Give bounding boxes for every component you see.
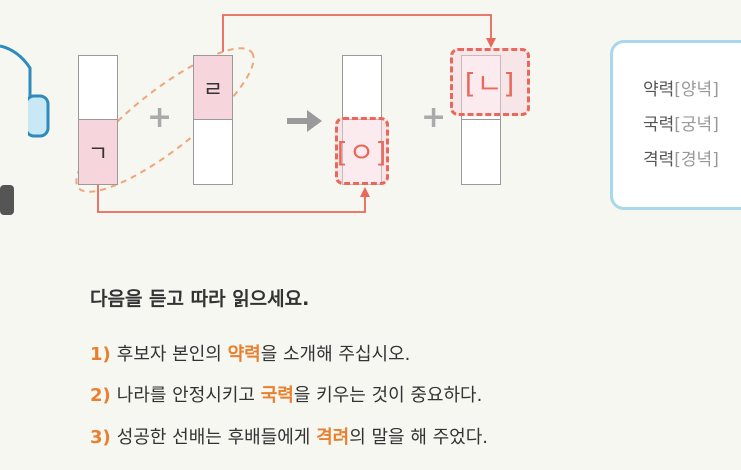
card4-bottom (462, 120, 500, 184)
card2-top: ㄹ (194, 56, 232, 120)
example-3: 격력[경녁] (643, 150, 719, 170)
plus-sign: + (147, 100, 173, 135)
sentence-2: 2)나라를 안정시키고 국력을 키우는 것이 중요하다. (90, 385, 483, 406)
highlight-nieun: [ㄴ] (450, 48, 530, 116)
plus-sign: + (421, 100, 447, 135)
card2-bottom (194, 120, 232, 184)
speaker-character-icon (0, 44, 50, 215)
card-initial-giyeok: ㄱ (78, 55, 118, 185)
card1-bottom: ㄱ (79, 120, 117, 184)
card-initial-rieul: ㄹ (193, 55, 233, 185)
card1-top (79, 56, 117, 120)
diagram-arrows (75, 14, 496, 213)
card4-top: [ㄴ] (464, 67, 516, 100)
card4-top-bg (462, 56, 500, 120)
card3-top (343, 56, 381, 120)
instruction-heading: 다음을 듣고 따라 읽으세요. (90, 288, 310, 310)
sentence-3: 3)성공한 선배는 후배들에게 격려의 말을 해 주었다. (90, 427, 489, 448)
sentence-1: 1)후보자 본인의 약력을 소개해 주십시오. (90, 344, 411, 365)
pronunciation-examples-box: 약력[양녁] 국력[궁녁] 격력[경녁] (610, 40, 741, 210)
example-2: 국력[궁녁] (643, 115, 719, 135)
card3-bottom: [ㅇ] (336, 136, 388, 169)
example-1: 약력[양녁] (643, 80, 719, 100)
highlight-ieung: [ㅇ] (335, 117, 389, 185)
